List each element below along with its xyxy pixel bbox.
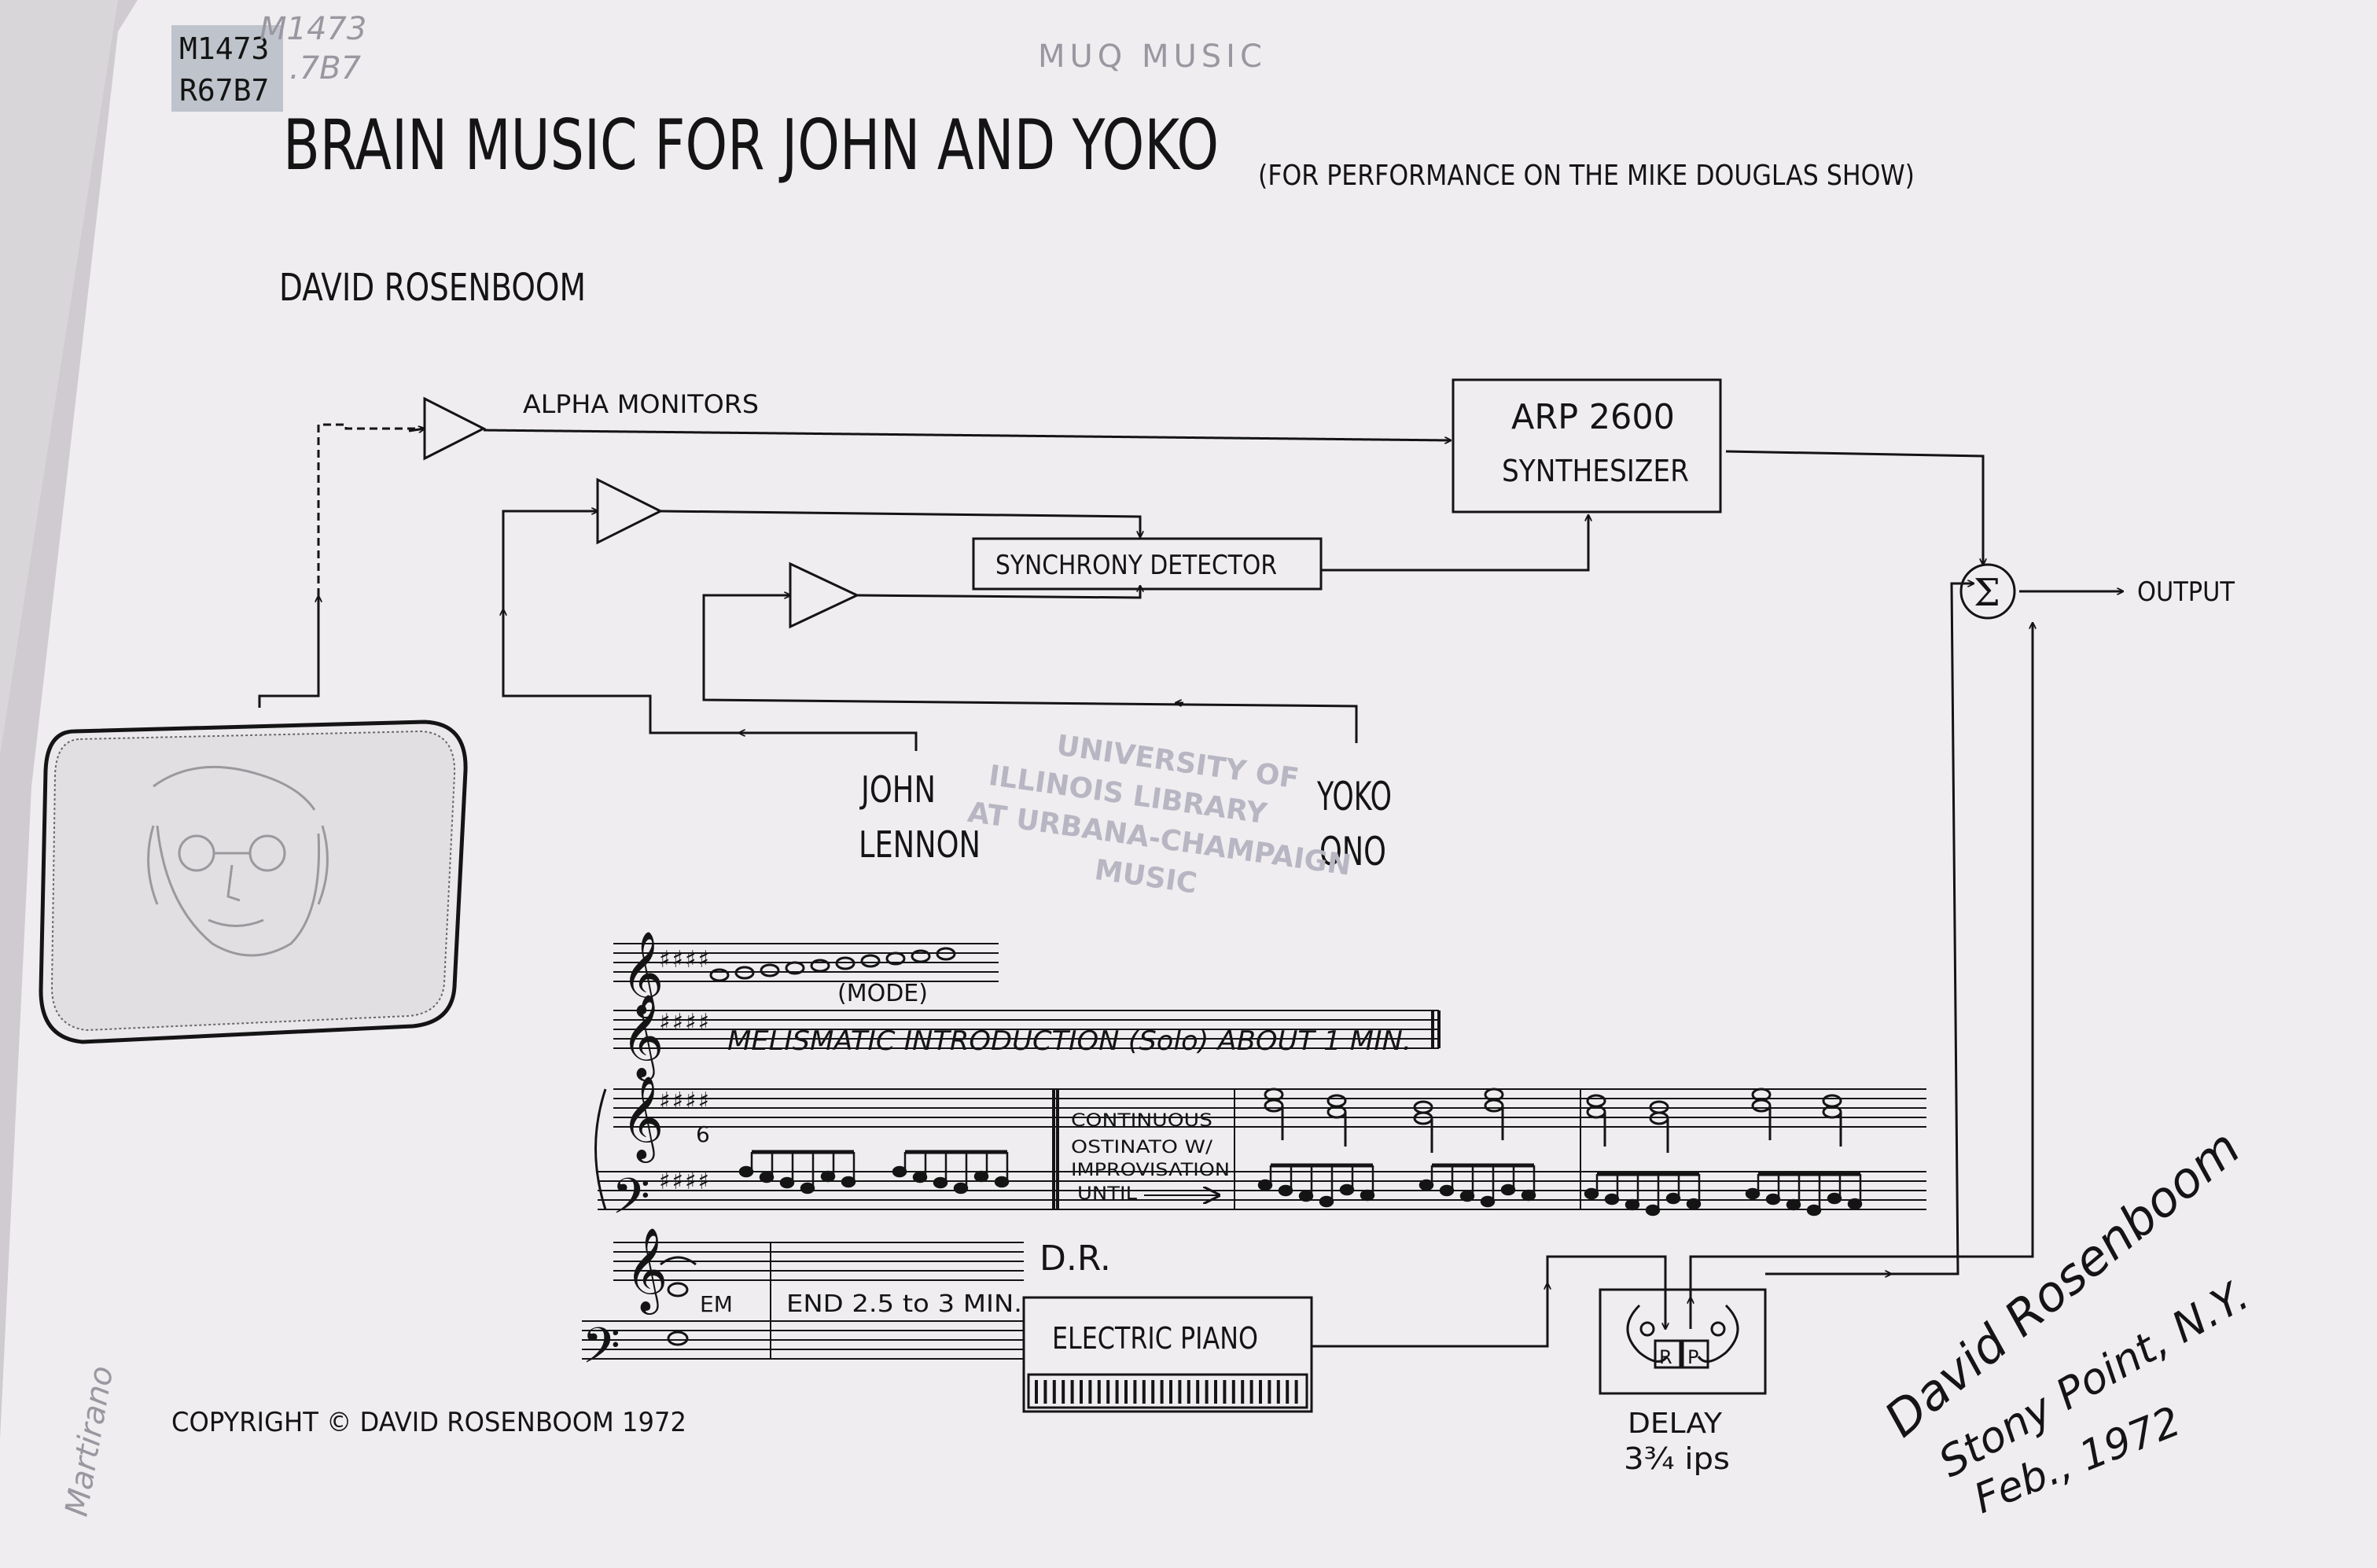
svg-text:UNTIL: UNTIL	[1077, 1184, 1138, 1204]
whole-note	[734, 966, 755, 980]
svg-text:♯♯♯♯: ♯♯♯♯	[659, 1168, 711, 1195]
treble-clef-1: 𝄞	[621, 930, 664, 1018]
staff-em-bass	[582, 1320, 1024, 1360]
pencil-call-number-2: .7B7	[289, 50, 362, 86]
whole-note	[709, 968, 730, 982]
svg-text:CONTINUOUS: CONTINUOUS	[1071, 1111, 1212, 1131]
svg-text:OSTINATO W/: OSTINATO W/	[1071, 1138, 1213, 1158]
end-instruction: END 2.5 to 3 MIN.	[786, 1290, 1022, 1318]
ono-label: ONO	[1319, 829, 1386, 874]
whole-note	[810, 959, 830, 973]
melismatic-introduction: MELISMATIC INTRODUCTION (Solo) ABOUT 1 M…	[727, 1025, 1411, 1057]
page-subtitle: (FOR PERFORMANCE ON THE MIKE DOUGLAS SHO…	[1258, 160, 1915, 192]
treble-clef-3: 𝄞	[621, 1075, 664, 1163]
beamed-note-group	[738, 1150, 856, 1194]
copyright-notice: COPYRIGHT © DAVID ROSENBOOM 1972	[171, 1407, 686, 1438]
alpha-monitors-label: ALPHA MONITORS	[523, 389, 759, 419]
ostinato-instruction: CONTINUOUS OSTINATO W/ IMPROVISATION UNT…	[1071, 1111, 1230, 1204]
svg-text:♯♯♯♯: ♯♯♯♯	[659, 1088, 711, 1115]
svg-text:♯♯♯♯: ♯♯♯♯	[659, 1009, 711, 1036]
synchrony-detector-label: SYNCHRONY DETECTOR	[995, 550, 1277, 581]
svg-text:IMPROVISATION: IMPROVISATION	[1071, 1161, 1230, 1180]
synchrony-detector-box	[972, 537, 1323, 591]
dr-initials: D.R.	[1039, 1239, 1111, 1279]
whole-note	[760, 963, 780, 977]
grand-staff-brace	[594, 1088, 607, 1210]
summing-junction	[1959, 563, 2016, 620]
fermata	[660, 1256, 697, 1266]
sigma-icon: Σ	[1974, 571, 2000, 615]
half-note-chord	[1413, 1100, 1433, 1153]
beamed-note-group	[1745, 1172, 1863, 1216]
music-library-note: MUQ MUSIC	[1038, 39, 1267, 75]
whole-note	[835, 956, 855, 970]
delay-tape-box	[1599, 1288, 1767, 1395]
treble-clef-4: 𝄞	[625, 1227, 668, 1315]
piano-keyboard	[1035, 1380, 1298, 1404]
lennon-label: LENNON	[859, 823, 981, 866]
output-label: OUTPUT	[2137, 576, 2235, 608]
composer-name: DAVID ROSENBOOM	[279, 266, 586, 310]
synthesizer-label: SYNTHESIZER	[1502, 454, 1689, 488]
catalog-line-1: M1473	[179, 31, 269, 66]
page-title: BRAIN MUSIC FOR JOHN AND YOKO	[283, 105, 1219, 186]
staff-mode	[613, 943, 999, 982]
em-whole-note-treble	[667, 1282, 689, 1297]
beamed-note-group	[892, 1150, 1010, 1194]
staff-em-treble	[613, 1242, 1024, 1281]
electric-piano	[1022, 1296, 1313, 1413]
paper-shadow	[0, 0, 138, 1439]
whole-note	[885, 951, 906, 966]
playback-head-label: P	[1687, 1346, 1698, 1368]
half-note-chord	[1649, 1100, 1669, 1153]
catalog-line-2: R67B7	[179, 73, 269, 108]
whole-note	[785, 961, 805, 975]
signal-flow	[258, 378, 2123, 1395]
em-chord-label: EM	[700, 1291, 733, 1317]
electric-piano-label: ELECTRIC PIANO	[1052, 1321, 1258, 1356]
svg-text:♯♯♯♯: ♯♯♯♯	[659, 946, 711, 974]
yoko-label: YOKO	[1316, 774, 1392, 819]
delay-speed: 3¾ ips	[1624, 1441, 1730, 1476]
em-whole-note-bass	[667, 1331, 689, 1346]
catalog-label	[171, 25, 283, 112]
record-head-label: R	[1659, 1346, 1672, 1368]
pencil-call-number-1: M1473	[259, 11, 366, 47]
playback-head	[1681, 1339, 1709, 1369]
score-glyphs: 𝄞 𝄞 𝄞 𝄢 𝄞 𝄢 ♯♯♯♯ ♯♯♯♯ ♯♯♯♯ ♯♯♯♯	[582, 930, 711, 1386]
beamed-note-group	[1418, 1163, 1536, 1208]
upper-chord-notes	[660, 1088, 1842, 1346]
beamed-note-group	[1257, 1163, 1375, 1208]
staff-melismatic	[613, 1010, 1439, 1049]
john-lennon-face-image	[147, 765, 329, 957]
delay-label: DELAY	[1628, 1408, 1723, 1440]
mode-label: (MODE)	[837, 980, 928, 1007]
treble-clef-2: 𝄞	[621, 993, 664, 1081]
arp-2600-label: ARP 2600	[1511, 397, 1675, 437]
whole-note	[936, 947, 956, 961]
tuplet-6: 6	[696, 1121, 710, 1147]
tape-reels	[1626, 1304, 1739, 1369]
ostinato-bass-notes	[738, 1150, 1863, 1216]
whole-note	[860, 954, 881, 968]
half-note-chord	[1326, 1094, 1347, 1147]
half-note-chord	[1751, 1088, 1772, 1140]
bass-clef-1: 𝄢	[612, 1167, 650, 1237]
mode-scale-notes	[709, 947, 956, 982]
beamed-note-group	[1584, 1172, 1702, 1216]
whole-note	[911, 949, 931, 963]
half-note-chord	[1822, 1094, 1842, 1147]
half-note-chord	[1484, 1088, 1504, 1140]
john-label: JOHN	[859, 768, 936, 811]
half-note-chord	[1586, 1094, 1606, 1147]
arp-2600-synthesizer-box	[1452, 378, 1722, 513]
score-staves	[582, 943, 1926, 1360]
record-head	[1654, 1339, 1682, 1369]
half-note-chord	[1264, 1088, 1284, 1140]
tv-monitor	[39, 720, 468, 1044]
bass-clef-2: 𝄢	[582, 1316, 620, 1386]
